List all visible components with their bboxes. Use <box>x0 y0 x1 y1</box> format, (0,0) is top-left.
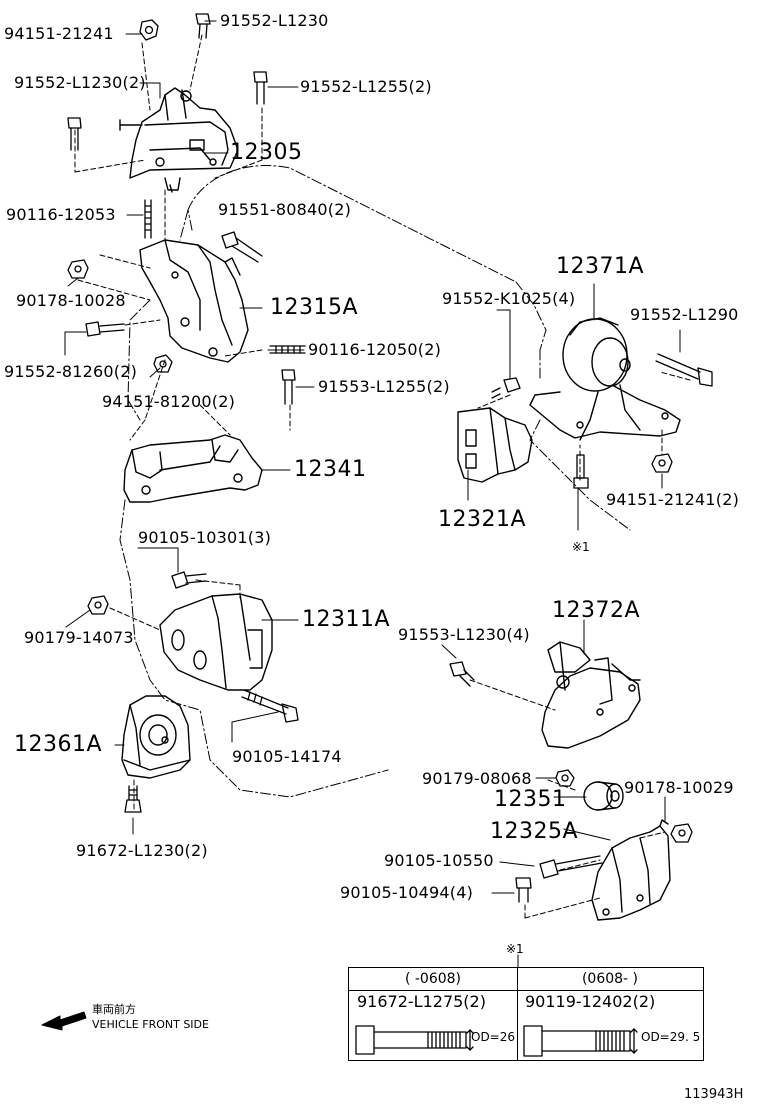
bolt-91553-L1255 <box>281 369 296 405</box>
nut-90179-14073 <box>87 595 109 615</box>
label-91551-80840-2: 91551-80840(2) <box>218 200 352 219</box>
label-12311A: 12311A <box>302 607 391 632</box>
table-bolt-1 <box>355 1025 474 1055</box>
table-part-1: 91672-L1275(2) <box>357 992 486 1011</box>
label-94151-81200-2: 94151-81200(2) <box>102 392 236 411</box>
part-12315A <box>139 239 249 363</box>
label-12315A: 12315A <box>270 295 359 320</box>
bolt-91552-L1230-top <box>195 13 211 39</box>
ref-mark-1: ※1 <box>572 540 590 554</box>
label-12321A: 12321A <box>438 507 527 532</box>
label-12325A: 12325A <box>490 819 579 844</box>
chain-lines <box>119 165 631 798</box>
table-bolt-2 <box>523 1025 638 1057</box>
front-direction-arrow <box>41 1011 87 1031</box>
nut-94151-81200 <box>153 354 173 373</box>
front-label-jp: 車両前方 <box>92 1003 136 1016</box>
label-91552-L1230-top: 91552-L1230 <box>220 11 329 30</box>
leader-lines <box>64 20 681 894</box>
table-column-2: (0608- ) 90119-12402(2) OD=29. 5 <box>517 968 703 1060</box>
part-12321A <box>457 407 533 483</box>
label-12371A: 12371A <box>556 254 645 279</box>
label-12361A: 12361A <box>14 732 103 757</box>
table-period-1: ( -0608) <box>349 968 517 991</box>
table-dim-1: OD=26 <box>471 1030 516 1044</box>
table-period-2: (0608- ) <box>517 968 703 991</box>
label-12351: 12351 <box>494 787 567 812</box>
label-12305: 12305 <box>230 140 303 165</box>
label-91672-L1230-2: 91672-L1230(2) <box>76 841 208 860</box>
table-dim-2: OD=29. 5 <box>641 1030 701 1044</box>
bolt-91553-L1230 <box>449 661 475 687</box>
label-90179-08068: 90179-08068 <box>422 769 532 788</box>
nut-90179-08068 <box>555 769 575 787</box>
label-91552-K1025-4: 91552-K1025(4) <box>442 289 576 308</box>
label-91553-L1255-2: 91553-L1255(2) <box>318 377 450 396</box>
label-12341: 12341 <box>294 457 367 482</box>
part-12325A <box>591 819 671 921</box>
label-12372A: 12372A <box>552 598 641 623</box>
bushing-12351 <box>583 781 624 811</box>
bolt-91672-L1230 <box>124 785 142 813</box>
stud-90116-12050 <box>269 345 306 354</box>
bolt-90105-10301 <box>171 571 207 589</box>
part-12305 <box>119 87 239 193</box>
label-94151-21241-top: 94151-21241 <box>4 24 114 43</box>
bolt-90105-14174 <box>241 689 299 723</box>
nut-90178-10029 <box>670 823 693 843</box>
ref-mark-2: ※1 <box>506 942 524 956</box>
label-90105-10550: 90105-10550 <box>384 851 494 870</box>
label-90116-12050-2: 90116-12050(2) <box>308 340 442 359</box>
stud-90116-12053 <box>144 199 152 239</box>
bolt-91552-L1230-2 <box>67 117 82 151</box>
nut-94151-21241-top <box>139 19 159 41</box>
label-90116-12053: 90116-12053 <box>6 205 116 224</box>
label-90178-10028: 90178-10028 <box>16 291 126 310</box>
bolt-ref-1 <box>573 454 589 489</box>
label-91552-81260-2: 91552-81260(2) <box>4 362 138 381</box>
bolt-variant-table: ( -0608) 91672-L1275(2) OD=26 (0608- ) 9… <box>348 967 704 1061</box>
diagram-id: 113943H <box>684 1087 744 1102</box>
label-90179-14073: 90179-14073 <box>24 628 134 647</box>
part-12372A <box>541 641 641 749</box>
part-12341 <box>123 434 263 503</box>
assembly-lines <box>74 34 691 919</box>
bolt-91551-80840 <box>221 231 263 263</box>
nut-94151-21241-right <box>651 453 673 473</box>
bolt-91552-K1025 <box>491 377 521 399</box>
label-91552-L1290: 91552-L1290 <box>630 305 739 324</box>
label-94151-21241-2: 94151-21241(2) <box>606 490 740 509</box>
label-91552-L1230-2: 91552-L1230(2) <box>14 73 146 92</box>
bolt-91552-L1290 <box>655 353 713 387</box>
table-column-1: ( -0608) 91672-L1275(2) OD=26 <box>349 968 518 1060</box>
table-part-2: 90119-12402(2) <box>525 992 656 1011</box>
nut-90178-10028 <box>67 259 89 279</box>
bolt-91552-81260 <box>85 321 125 337</box>
bolt-91552-L1255-2 <box>253 71 268 105</box>
label-90105-10494-4: 90105-10494(4) <box>340 883 474 902</box>
label-90105-14174: 90105-14174 <box>232 747 342 766</box>
part-12371A <box>529 317 681 441</box>
label-91552-L1255-2: 91552-L1255(2) <box>300 77 432 96</box>
bolt-90105-10550 <box>539 855 603 879</box>
part-12311A <box>159 593 273 691</box>
front-label-en: VEHICLE FRONT SIDE <box>92 1018 209 1031</box>
label-90178-10029: 90178-10029 <box>624 778 734 797</box>
label-90105-10301-3: 90105-10301(3) <box>138 528 272 547</box>
label-91553-L1230-4: 91553-L1230(4) <box>398 625 530 644</box>
part-12361A <box>121 695 191 779</box>
bolt-90105-10494 <box>515 877 532 903</box>
